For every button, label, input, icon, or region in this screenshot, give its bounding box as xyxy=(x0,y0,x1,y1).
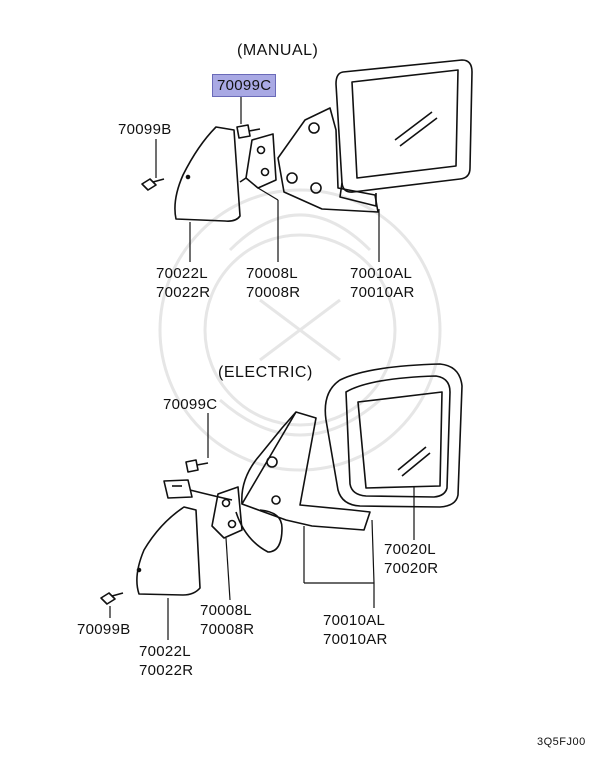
manual-bolt-70099c xyxy=(236,124,261,139)
manual-mirror-base xyxy=(277,107,379,213)
manual-leader-lines xyxy=(155,92,380,262)
electric-part-70022r-label[interactable]: 70022R xyxy=(139,662,194,679)
electric-part-70010al-label[interactable]: 70010AL xyxy=(323,612,386,629)
electric-wire-harness xyxy=(189,489,283,553)
electric-assembly xyxy=(100,363,463,640)
manual-part-70010al-label[interactable]: 70010AL xyxy=(350,265,413,282)
manual-part-70022l-label[interactable]: 70022L xyxy=(156,265,208,282)
electric-part-70022l-label[interactable]: 70022L xyxy=(139,643,191,660)
manual-section-title: (MANUAL) xyxy=(237,42,319,59)
electric-part-70099b-label[interactable]: 70099B xyxy=(77,621,131,638)
manual-assembly xyxy=(141,59,473,262)
manual-part-70008r-label[interactable]: 70008R xyxy=(246,284,301,301)
electric-leader-lines xyxy=(109,413,415,640)
electric-part-70099c-label[interactable]: 70099C xyxy=(163,396,218,413)
electric-part-70008l-label[interactable]: 70008L xyxy=(200,602,252,619)
electric-part-70020l-label[interactable]: 70020L xyxy=(384,541,436,558)
manual-part-70008l-label[interactable]: 70008L xyxy=(246,265,298,282)
electric-mirror-arm xyxy=(241,411,371,531)
manual-cover xyxy=(174,126,241,222)
manual-part-70010ar-label[interactable]: 70010AR xyxy=(350,284,415,301)
electric-bracket xyxy=(211,486,243,539)
manual-mirror-head xyxy=(335,59,473,207)
electric-mirror-head xyxy=(324,363,463,508)
manual-bracket xyxy=(239,133,277,189)
electric-screw-70099b xyxy=(100,592,124,605)
electric-section-title: (ELECTRIC) xyxy=(218,364,313,381)
electric-connector xyxy=(163,479,193,499)
manual-screw-70099b xyxy=(141,178,165,191)
electric-part-70008r-label[interactable]: 70008R xyxy=(200,621,255,638)
watermark-logo xyxy=(158,188,442,472)
electric-part-70020r-label[interactable]: 70020R xyxy=(384,560,439,577)
manual-part-70022r-label[interactable]: 70022R xyxy=(156,284,211,301)
electric-part-70010ar-label[interactable]: 70010AR xyxy=(323,631,388,648)
diagram-code: 3Q5FJ00 xyxy=(537,736,586,748)
manual-part-70099b-label[interactable]: 70099B xyxy=(118,121,172,138)
electric-bolt-70099c xyxy=(185,459,209,473)
electric-cover xyxy=(136,506,201,596)
manual-part-70099c-label[interactable]: 70099C xyxy=(212,74,277,97)
